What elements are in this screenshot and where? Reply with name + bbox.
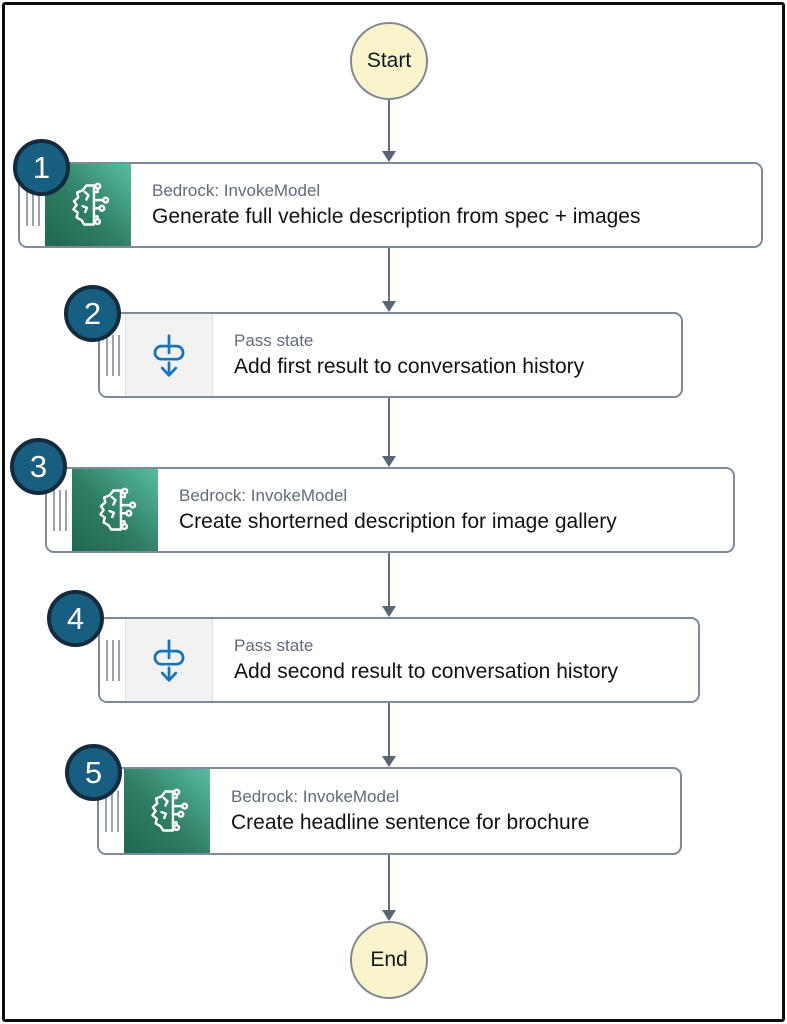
badge-number: 3 [29, 448, 48, 484]
step-number-badge: 2 [64, 285, 121, 342]
start-node: Start [350, 22, 428, 100]
badge-number: 4 [66, 600, 85, 636]
step-node-bedrock-3[interactable]: Bedrock: InvokeModel Create shorterned d… [45, 467, 735, 553]
arrowhead-icon [382, 456, 396, 467]
badge-number: 5 [84, 754, 103, 790]
arrowhead-icon [382, 910, 396, 921]
step-node-pass-2[interactable]: Pass state Add first result to conversat… [98, 312, 683, 398]
step-type-label: Bedrock: InvokeModel [179, 486, 348, 505]
step-number-badge: 1 [13, 139, 70, 196]
pass-state-icon [125, 314, 213, 396]
step-type-label: Pass state [234, 636, 314, 655]
connector-arrow [382, 553, 396, 617]
step-text-block: Bedrock: InvokeModel Create shorterned d… [158, 469, 733, 551]
step-text-block: Bedrock: InvokeModel Create headline sen… [210, 769, 680, 853]
step-name-label: Create headline sentence for brochure [231, 811, 590, 834]
step-text-block: Pass state Add first result to conversat… [213, 314, 681, 396]
step-text-block: Bedrock: InvokeModel Generate full vehic… [131, 164, 761, 246]
step-type-label: Pass state [234, 331, 314, 350]
connector-arrow [382, 855, 396, 921]
step-type-label: Bedrock: InvokeModel [231, 787, 400, 806]
badge-number: 1 [32, 149, 51, 185]
step-number-badge: 3 [10, 438, 67, 495]
badge-number: 2 [83, 295, 102, 331]
step-name-label: Add second result to conversation histor… [234, 660, 619, 683]
step-number-badge: 4 [47, 590, 104, 647]
connector-arrow [382, 398, 396, 467]
end-label: End [370, 948, 408, 971]
step-name-label: Create shorterned description for image … [179, 510, 617, 533]
connector-arrow [382, 100, 396, 162]
step-text-block: Pass state Add second result to conversa… [213, 619, 698, 701]
bedrock-brain-circuit-icon [72, 469, 158, 551]
end-node: End [350, 921, 428, 999]
step-name-label: Generate full vehicle description from s… [152, 205, 641, 228]
step-node-bedrock-1[interactable]: Bedrock: InvokeModel Generate full vehic… [18, 162, 763, 248]
arrowhead-icon [382, 756, 396, 767]
connector-arrow [382, 248, 396, 312]
bedrock-brain-circuit-icon [124, 769, 210, 853]
step-name-label: Add first result to conversation history [234, 355, 585, 378]
pass-state-icon [125, 619, 213, 701]
connector-arrow [382, 703, 396, 767]
arrowhead-icon [382, 301, 396, 312]
arrowhead-icon [382, 606, 396, 617]
step-number-badge: 5 [65, 744, 122, 801]
step-type-label: Bedrock: InvokeModel [152, 181, 321, 200]
step-node-bedrock-5[interactable]: Bedrock: InvokeModel Create headline sen… [97, 767, 682, 855]
arrowhead-icon [382, 151, 396, 162]
start-label: Start [366, 49, 412, 72]
drag-handle-icon[interactable] [100, 619, 125, 701]
step-node-pass-4[interactable]: Pass state Add second result to conversa… [98, 617, 700, 703]
